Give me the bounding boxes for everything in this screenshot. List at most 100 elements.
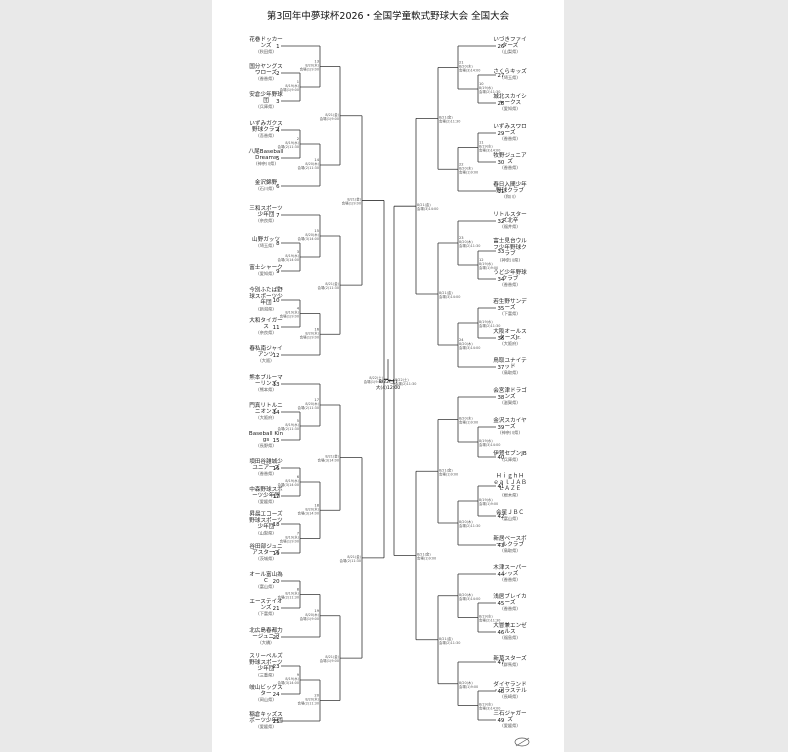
team-name-left: ーツ少年団 — [252, 491, 280, 499]
team-name-right: ンズ — [504, 392, 515, 400]
team-name-right: 大冒兼エンゼ — [493, 621, 527, 629]
bracket-title: 第3回年中夢球杯2026・全国学童軟式野球大会 全国大会 — [267, 10, 510, 22]
game-label: 会場(3)14:00 — [318, 458, 339, 463]
game-label: 会場(1)9:00 — [300, 616, 319, 621]
game-label: 8/21(金) — [439, 636, 453, 641]
game-label: 8/21(金) — [325, 281, 339, 286]
seed-number-left: 11 — [273, 325, 280, 331]
team-name-left: 野球クラブ — [252, 125, 280, 133]
broadcast-camera-icon — [514, 737, 530, 747]
team-name-left: 大和タイガー — [249, 316, 283, 324]
game-label: 会場(2)11:30 — [459, 243, 480, 248]
seed-number-left: 23 — [273, 664, 280, 670]
game-label: 会場(2)11:30 — [278, 426, 299, 431]
seed-number-right: 40 — [498, 455, 505, 461]
seed-number-right: 29 — [498, 131, 505, 137]
game-label: 9 — [297, 673, 300, 677]
team-name-left: ンズ — [260, 41, 271, 49]
seed-number-left: 21 — [273, 606, 280, 612]
seed-number-left: 2 — [276, 71, 279, 77]
team-name-left: オール富山為 — [249, 570, 283, 578]
team-name-left: 国分ヤングス — [249, 62, 283, 70]
game-label: 8 — [297, 588, 300, 592]
game-label: 8/20(木) — [459, 592, 473, 597]
team-name-left: エーステイオ — [249, 598, 283, 605]
game-label: 会場(2)11:30 — [479, 618, 500, 623]
game-label: 会場(3)14:00 — [298, 510, 319, 515]
game-label: 会場(2)11:30 — [278, 595, 299, 600]
team-name-left: ター — [260, 689, 272, 697]
team-prefecture-right: (下富県) — [502, 310, 518, 317]
game-label: 8/21(金) — [439, 467, 453, 472]
team-name-right: ラブ — [504, 249, 516, 257]
game-label: 会場(3)14:00 — [459, 345, 480, 350]
team-name-left: アンツ — [258, 351, 275, 358]
game-label: 8/20(木) — [459, 239, 473, 244]
game-label: 会場(1)9:00 — [479, 501, 498, 506]
seed-number-left: 5 — [276, 156, 279, 162]
team-name-left: 頃田谷雑城少 — [249, 457, 283, 465]
game-label: 会場(2)11:30 — [318, 285, 339, 290]
seed-number-right: 43 — [498, 543, 505, 549]
team-prefecture-left: (奈良県) — [258, 329, 274, 336]
team-name-right: ターズ — [502, 41, 519, 49]
team-prefecture-left: (大阪府) — [258, 414, 274, 421]
game-label: 8/19(水) — [479, 261, 493, 266]
seed-number-right: 41 — [498, 484, 505, 490]
team-name-right: 金沢スカイヤ — [493, 416, 527, 424]
game-label: 8/19(水) — [285, 591, 299, 596]
bracket-labels: 花巻ドッカーンズ(秋田県)1国分ヤングスワローズ(香香県)2安倉少年野球団(兵庫… — [249, 35, 528, 730]
game-label: 11 — [479, 141, 484, 145]
game-label: 8/19(水) — [479, 497, 493, 502]
game-label: 会場(2)11:30 — [298, 405, 319, 410]
team-name-left: ユニアーズ — [252, 463, 280, 471]
team-name-right: ーズ — [505, 128, 516, 136]
bracket-lines — [281, 45, 496, 722]
team-prefecture-left: (下富県) — [258, 610, 274, 617]
team-name-right: ッド — [504, 364, 515, 370]
team-prefecture-left: (埼玉県) — [258, 242, 274, 249]
team-name-left: 北広島春都力 — [249, 626, 283, 634]
game-label: 会場(2)11:30 — [479, 89, 500, 94]
game-label: 会場(1)9:00 — [459, 420, 478, 425]
game-label: 15 — [314, 229, 319, 233]
seed-number-left: 4 — [276, 128, 280, 134]
team-name-left: アスターズ — [252, 548, 280, 556]
seed-number-right: 46 — [498, 630, 505, 636]
seed-number-right: 33 — [498, 249, 505, 255]
team-name-right: 三石ジャガー — [493, 709, 527, 717]
team-name-left: ス — [263, 323, 269, 330]
game-label: 5 — [297, 419, 299, 423]
game-label: 8/20(木) — [459, 341, 473, 346]
team-prefecture-left: (愛知県) — [258, 270, 274, 277]
seed-number-right: 26 — [498, 44, 505, 50]
tournament-bracket: 第3回年中夢球杯2026・全国学童軟式野球大会 全国大会 花巻ドッカーンズ(秋田… — [249, 10, 530, 747]
team-name-left: 熊本ブルーマ — [249, 373, 283, 381]
team-name-left: 年団 — [260, 298, 272, 306]
game-label: 8/19(水) — [479, 144, 493, 149]
team-name-right: うど少年野球 — [493, 268, 527, 276]
game-label: 8/20(木) — [305, 232, 319, 237]
game-label: 会場(1)9:00 — [280, 314, 299, 319]
game-label: 会場(3)14:00 — [479, 706, 500, 711]
team-prefecture-left: (神奈川県) — [256, 160, 276, 167]
team-name-right: 会宮津ドラゴ — [493, 386, 527, 394]
team-prefecture-left: (長野県) — [258, 442, 274, 449]
team-prefecture-right: (香香県) — [502, 164, 518, 171]
game-label: 8/21(金) — [325, 112, 339, 117]
game-label: 会場(3)14:00 — [298, 236, 319, 241]
game-label: 8/22(土) — [395, 377, 409, 382]
game-label: 会場(3)14:00 — [479, 148, 500, 153]
team-name-left: 安倉少年野球 — [249, 90, 283, 98]
team-prefecture-left: (新潟県) — [258, 305, 274, 312]
team-name-right: 浅居ブレイカ — [493, 592, 527, 600]
team-prefecture-left: (愛媛県) — [258, 723, 274, 730]
game-label: 3 — [297, 250, 299, 254]
seed-number-left: 9 — [276, 269, 280, 275]
game-label: 会場(1)9:00 — [342, 200, 361, 205]
team-prefecture-right: (山梨県) — [502, 48, 518, 55]
team-prefecture-right: (群馬県) — [502, 661, 518, 668]
team-name-left: gs — [263, 437, 270, 443]
game-label: 20 — [314, 694, 319, 698]
game-label: 会場(3)14:00 — [459, 68, 480, 73]
